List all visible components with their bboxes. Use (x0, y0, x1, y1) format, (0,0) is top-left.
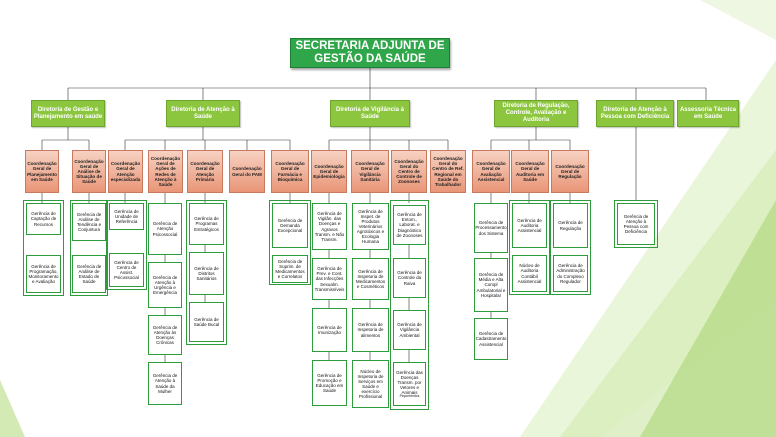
directorate-regulacao: Diretoria de Regulação, Controle, Avalia… (494, 100, 578, 127)
coord-regulacao: Coordenação Geral de Regulação (551, 150, 589, 193)
mgmt-auditoria-assistencial: Gerência de Auditoria Assistencial (512, 203, 547, 248)
frame-zoonoses (390, 200, 429, 410)
directorate-gestao: Diretoria de Gestão e Planejamento em sa… (31, 100, 105, 127)
mgmt-estado-saude: Gerência de Análise de Estado de Saúde (72, 255, 106, 293)
coord-analise: Coordenação Geral de Análise de Situação… (72, 150, 106, 193)
frame-auditoria (509, 200, 550, 295)
mgmt-assist-psicossocial: Gerência de Centro de Assist. Psicossoci… (109, 253, 144, 287)
coord-pam: Coordenação Geral do PAM (229, 150, 265, 193)
directorate-atencao: Diretoria de Atenção à Saúde (166, 100, 240, 127)
coord-saude-trabalhador: Coordenação Geral do Centro de Ref. Regi… (430, 150, 466, 193)
directorate-vigilancia: Diretoria de Vigilância à Saúde (330, 100, 410, 127)
mgmt-promocao-educacao: Gerência de Promoção e Educação em Saúde (312, 360, 347, 406)
mgmt-processamento-sistema: Gerência de Processamento dos Sistema (474, 203, 508, 253)
mgmt-saude-mulher: Gerência de Atenção à Saúde da Mulher (148, 362, 182, 405)
coord-redes: Coordenação Geral de Ações de Redes de A… (148, 150, 183, 193)
frame-deficiencia (614, 200, 658, 248)
mgmt-infeccoes-sexualmente: Gerência de Prev. e Cont. das Infecções … (312, 258, 347, 300)
mgmt-doencas-cronicas: Gerência de Atenção às Doenças Crônicas (148, 315, 182, 355)
mgmt-saude-bucal: Gerência de Saúde Bucal (189, 302, 224, 342)
coord-especializada: Coordenação Geral de Atenção especializa… (108, 150, 143, 193)
mgmt-controle-raiva: Gerência de Controle da Raiva (393, 258, 426, 298)
mgmt-media-alta-complexidade: Gerência de Média e Alta Compl Ambulator… (474, 258, 508, 312)
frame-analise (70, 200, 108, 296)
root-node: SECRETARIA ADJUNTA DE GESTÃO DA SAÚDE (290, 38, 450, 68)
mgmt-vigilancia-doencas: Gerência de Vigilân. das Doenças e Agrav… (312, 203, 347, 250)
coord-auditoria: Coordenação Geral de Auditoria em Saúde (511, 150, 549, 193)
mgmt-atencao-psicossocial: Gerência de Atenção Psicossocial (148, 203, 182, 255)
mgmt-medicamentos-cosmeticos: Gerência de Inspetoria de Medicamentos e… (352, 258, 389, 300)
mgmt-regulacao: Gerência de Regulação (553, 203, 588, 248)
mgmt-inspetoria-alimentos: Gerência de Inspetoria de alimentos (352, 308, 389, 352)
frame-primaria (186, 200, 227, 345)
frame-especializada (106, 200, 147, 290)
mgmt-captacao: Gerência de Captação de Recursos (26, 203, 61, 235)
directorate-deficiencia: Diretoria de Atenção à Pessoa com Defici… (596, 100, 674, 127)
mgmt-demanda-excepcional: Gerência de Demanda Excepcional (272, 203, 308, 248)
mgmt-imunizacao: Gerência de Imunização (312, 308, 347, 352)
coord-zoonoses: Coordenação Geral do Centro de Controle … (391, 150, 427, 193)
mgmt-suprimento-medicamentos: Gerência de Suprim. de Medicamentos e Co… (272, 255, 308, 283)
coord-planejamento: Coordenação Geral de Planejamento em Saú… (25, 150, 59, 193)
mgmt-produtos-veterinarios: Gerência de Inspet. de Produtos Veteriná… (352, 203, 389, 250)
assessoria-tecnica: Assessoria Técnica em Saúde (677, 100, 739, 127)
mgmt-servicos-saude: Núcleo de Inspetoria de Serviços em Saúd… (352, 360, 389, 408)
coord-primaria: Coordenação Geral de Atenção Primária (187, 150, 223, 193)
mgmt-entomologia: Gerência de Entom., Laborat. e Diagnósti… (393, 205, 426, 245)
mgmt-urgencia: Gerência de Atenção à Urgência e Emergên… (148, 262, 182, 308)
coord-epidemiologia: Coordenação Geral de Epidemiologia (311, 150, 347, 193)
mgmt-tendencia: Gerência de Análise de Tendência e Conju… (72, 203, 106, 241)
mgmt-complexo-regulador: Gerência de Administração do Complexo Re… (553, 255, 588, 292)
mgmt-auditoria-contabil: Núcleo de Auditoria Contábil Assistencia… (512, 255, 547, 292)
frame-farmacia (269, 200, 311, 285)
mgmt-cadastramento: Gerência de Cadastramento Assistencial (474, 318, 508, 360)
mgmt-pessoa-deficiencia: Gerência de Atenção à Pessoa com Deficiê… (617, 203, 655, 245)
mgmt-doencas-vetores: Gerência das Doenças Transm. por Vetores… (393, 362, 426, 406)
mgmt-doencas-vetores-extra: Peçonhentos (399, 393, 420, 398)
mgmt-vigilancia-ambiental: Gerência de Vigilância Ambiental (393, 310, 426, 350)
coord-avaliacao: Coordenação Geral de Avaliação Assistenc… (472, 150, 510, 193)
frame-regulacao (550, 200, 591, 295)
mgmt-programacao: Gerência de Programação, Monitoramento e… (26, 255, 61, 293)
mgmt-distritos-sanitarios: Gerência de Distritos Sanitários (189, 252, 224, 295)
mgmt-doencas-vetores-label: Gerência das Doenças Transm. por Vetores… (396, 369, 423, 395)
mgmt-unidade-referencia: Gerência de Unidade de Referência (109, 203, 144, 230)
coord-farmacia: Coordenação Geral de Farmácia e Bioquími… (271, 150, 309, 193)
frame-planejamento (23, 200, 64, 296)
coord-vigilancia-sanitaria: Coordenação Geral de Vigilância Sanitári… (351, 150, 389, 193)
mgmt-programas-estrategicos: Gerência de Programas Estratégicos (189, 203, 224, 245)
